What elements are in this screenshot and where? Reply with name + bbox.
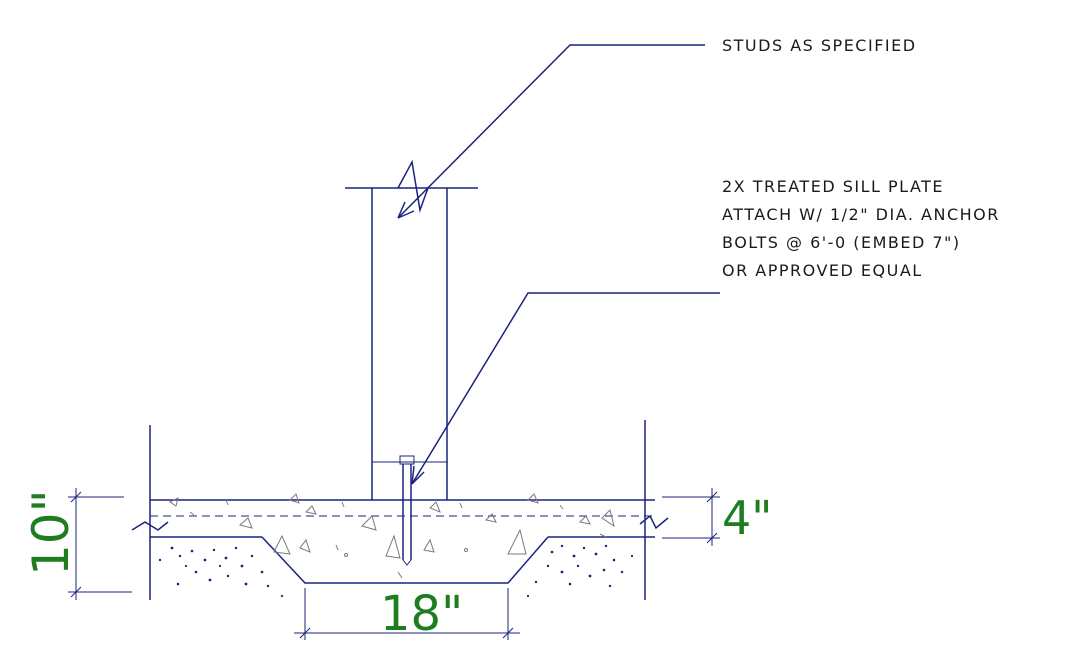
dimension-footing-depth-label: 10" (22, 489, 80, 576)
dimension-footing-width-label: 18" (380, 586, 463, 642)
stud-wall (345, 187, 478, 500)
dimension-footing-width (294, 588, 520, 640)
leader-studs (397, 44, 705, 219)
note-sill-line-2: ATTACH W/ 1/2" DIA. ANCHOR (722, 205, 1000, 224)
note-sill-line-3: BOLTS @ 6'-0 (EMBED 7") (722, 233, 961, 252)
concrete-slab (149, 420, 655, 600)
footing-outline (261, 536, 549, 584)
dimension-footing-depth (68, 488, 132, 600)
dimension-slab-thickness-label: 4" (722, 491, 772, 545)
slab-break-right (639, 514, 669, 530)
note-sill-line-4: OR APPROVED EQUAL (722, 261, 923, 280)
slab-break-left (131, 521, 169, 531)
dimension-slab-thickness (662, 488, 720, 546)
leader-sill-plate (411, 292, 720, 485)
concrete-aggregate (169, 493, 615, 579)
stud-break-symbol (397, 159, 429, 213)
soil-hatching (158, 544, 634, 598)
note-sill-line-1: 2X TREATED SILL PLATE (722, 177, 944, 196)
anchor-bolt (399, 455, 415, 566)
note-studs: STUDS AS SPECIFIED (722, 36, 917, 55)
